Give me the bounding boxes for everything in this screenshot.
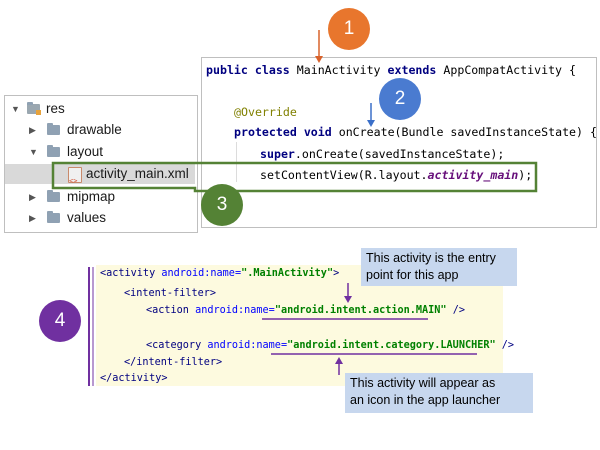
blue-arrowhead <box>367 120 375 127</box>
code-editor[interactable]: public class MainActivity extends AppCom… <box>201 57 597 228</box>
tree-item-label: layout <box>67 144 104 159</box>
override-annotation: @Override <box>234 105 297 119</box>
collapse-arrow-icon[interactable]: ▶ <box>29 192 36 202</box>
expand-arrow-icon[interactable]: ▼ <box>11 104 20 114</box>
tree-item-label: res <box>46 101 65 116</box>
category-tag: <category android:name="android.intent.c… <box>146 340 515 351</box>
folder-icon <box>47 123 60 135</box>
folder-icon <box>47 211 60 223</box>
activity-close-tag: </activity> <box>100 373 168 384</box>
collapse-arrow-icon[interactable]: ▶ <box>29 213 36 223</box>
callout-line: an icon in the app launcher <box>350 393 501 407</box>
intent-filter-close-tag: </intent-filter> <box>124 357 223 368</box>
callout-line: This activity will appear as <box>350 376 496 390</box>
callout-line: This activity is the entry <box>366 251 496 265</box>
tree-item-drawable[interactable]: ▶ drawable <box>5 120 195 140</box>
tree-item-label: mipmap <box>67 189 116 204</box>
tree-item-res[interactable]: ▼ res <box>5 99 195 119</box>
tree-item-label: values <box>67 210 107 225</box>
launcher-arrowhead <box>335 357 343 364</box>
activity-open-tag: <activity android:name=".MainActivity"> <box>100 268 340 279</box>
tree-item-label: drawable <box>67 122 122 137</box>
badge-4: 4 <box>39 300 81 342</box>
tree-item-values[interactable]: ▶ values <box>5 208 195 228</box>
badge-1: 1 <box>328 8 370 50</box>
entry-point-arrowhead <box>344 296 352 303</box>
tree-item-layout[interactable]: ▼ layout <box>5 142 195 162</box>
layout-link-box <box>51 161 538 193</box>
expand-arrow-icon[interactable]: ▼ <box>29 147 38 157</box>
super-call-line: super.onCreate(savedInstanceState); <box>260 147 505 161</box>
tree-item-mipmap[interactable]: ▶ mipmap <box>5 187 195 207</box>
folder-icon <box>47 190 60 202</box>
orange-arrowhead <box>315 56 323 63</box>
intent-filter-open-tag: <intent-filter> <box>124 288 217 299</box>
folder-icon <box>47 145 60 157</box>
set-content-view-line: setContentView(R.layout.activity_main); <box>260 168 533 182</box>
xml-file-icon <box>68 167 82 191</box>
collapse-arrow-icon[interactable]: ▶ <box>29 125 36 135</box>
method-declaration-line: protected void onCreate(Bundle savedInst… <box>234 125 597 139</box>
tree-item-label: activity_main.xml <box>86 166 189 181</box>
badge-3: 3 <box>201 184 243 226</box>
action-tag: <action android:name="android.intent.act… <box>146 305 465 316</box>
badge-2: 2 <box>379 78 421 120</box>
entry-point-callout: This activity is the entry point for thi… <box>361 248 517 286</box>
class-declaration-line: public class MainActivity extends AppCom… <box>206 63 576 77</box>
launcher-callout: This activity will appear as an icon in … <box>345 373 533 413</box>
callout-line: point for this app <box>366 268 459 282</box>
resource-folder-icon <box>27 102 41 115</box>
